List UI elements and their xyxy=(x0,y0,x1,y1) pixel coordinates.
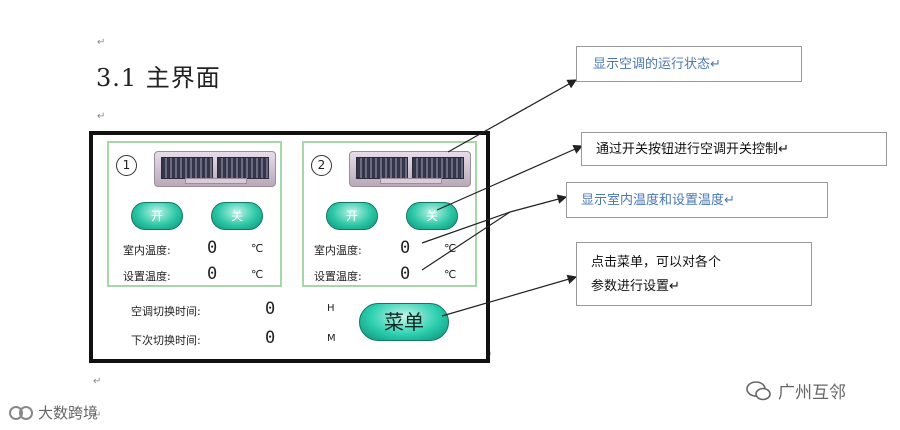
ac-unit-2-panel: 2 开 关 室内温度: 0 ℃ 设置温度: 0 ℃ xyxy=(302,141,477,287)
callout-temperature: 显示室内温度和设置温度↵ xyxy=(566,182,828,218)
arrow-temperature-branch-1 xyxy=(421,211,511,244)
set-temp-unit: ℃ xyxy=(251,268,264,281)
paragraph-mark: ↵ xyxy=(97,111,106,122)
switch-time-unit: H xyxy=(327,303,335,314)
power-on-button[interactable]: 开 xyxy=(326,202,378,230)
callout-text-line: 点击菜单，可以对各个 xyxy=(591,255,722,270)
watermark-left: 大数跨境 xyxy=(8,402,98,423)
callout-menu: 点击菜单，可以对各个 参数进行设置↵ xyxy=(576,242,812,306)
air-conditioner-icon xyxy=(154,151,276,187)
arrow-temperature-branch-2 xyxy=(421,211,511,271)
switch-time-value: 0 xyxy=(265,299,276,319)
switch-time-label: 空调切换时间: xyxy=(131,305,201,318)
arrow-temperature xyxy=(509,194,568,213)
next-switch-unit: M xyxy=(327,333,336,344)
set-temp-label: 设置温度: xyxy=(123,270,171,283)
air-conditioner-icon xyxy=(349,151,471,187)
paragraph-mark: ↵ xyxy=(93,376,102,387)
power-off-button[interactable]: 关 xyxy=(406,202,458,230)
callout-text-line: 参数进行设置↵ xyxy=(591,279,680,294)
paragraph-mark: ↵ xyxy=(97,37,106,48)
unit-number-badge: 2 xyxy=(311,155,332,176)
callout-text: 显示空调的运行状态↵ xyxy=(593,57,721,72)
main-screen-panel: 1 开 关 室内温度: 0 ℃ 设置温度: 0 ℃ 2 开 关 室内温度: 0 … xyxy=(89,131,490,363)
ac-unit-1-panel: 1 开 关 室内温度: 0 ℃ 设置温度: 0 ℃ xyxy=(107,141,282,287)
unit-number-badge: 1 xyxy=(116,155,137,176)
power-on-button[interactable]: 开 xyxy=(131,202,183,230)
callout-power-control: 通过开关按钮进行空调开关控制↵ xyxy=(581,132,887,166)
next-switch-label: 下次切换时间: xyxy=(131,334,201,347)
indoor-temp-value: 0 xyxy=(207,238,218,258)
indoor-temp-unit: ℃ xyxy=(251,242,264,255)
paragraph-mark: ↵ xyxy=(93,410,102,421)
indoor-temp-label: 室内温度: xyxy=(314,244,362,257)
watermark-text: 大数跨境 xyxy=(38,404,99,422)
arrow-power-control xyxy=(436,145,584,211)
menu-button[interactable]: 菜单 xyxy=(359,303,449,341)
power-off-button[interactable]: 关 xyxy=(211,202,263,230)
indoor-temp-value: 0 xyxy=(400,238,411,258)
next-switch-value: 0 xyxy=(265,328,276,348)
wechat-icon xyxy=(746,380,771,400)
set-temp-value: 0 xyxy=(207,264,218,284)
arrow-status xyxy=(447,79,578,153)
set-temp-value: 0 xyxy=(400,264,411,284)
logo-icon xyxy=(9,405,33,420)
indoor-temp-unit: ℃ xyxy=(444,242,457,255)
watermark-text: 广州互邻 xyxy=(778,383,846,403)
callout-run-status: 显示空调的运行状态↵ xyxy=(576,46,802,82)
arrow-menu xyxy=(441,274,578,317)
set-temp-label: 设置温度: xyxy=(314,270,362,283)
watermark-right: 广州互邻 xyxy=(746,378,846,403)
callout-text: 显示室内温度和设置温度↵ xyxy=(581,193,735,208)
section-heading: 3.1 主界面 xyxy=(96,64,221,92)
indoor-temp-label: 室内温度: xyxy=(123,244,171,257)
set-temp-unit: ℃ xyxy=(444,268,457,281)
callout-text: 通过开关按钮进行空调开关控制↵ xyxy=(596,142,789,157)
